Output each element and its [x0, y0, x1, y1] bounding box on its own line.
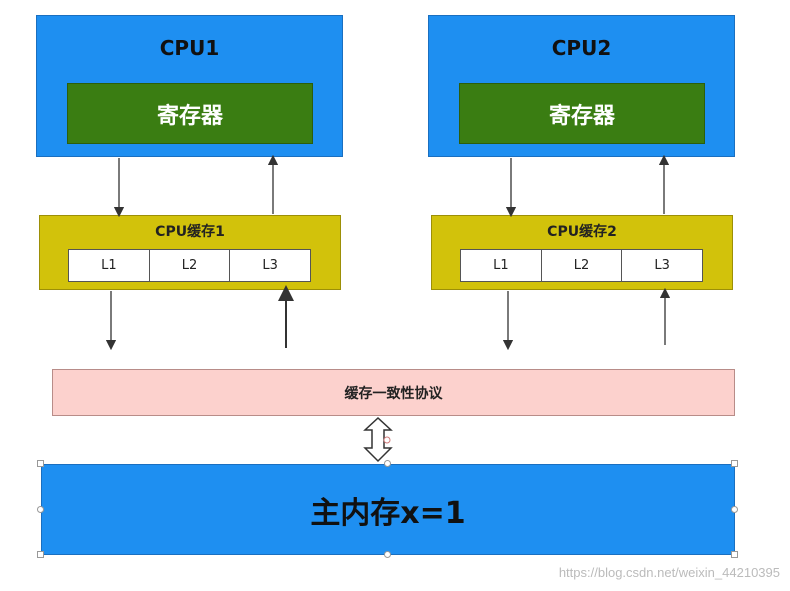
coherence-protocol-bar: 缓存一致性协议 — [52, 369, 735, 416]
resize-handle-bottom[interactable] — [384, 551, 391, 558]
cpu-cache2-title: CPU缓存2 — [547, 224, 617, 240]
cache2-l1: L1 — [461, 250, 542, 281]
cpu1-title: CPU1 — [159, 36, 220, 60]
resize-handle-top-left[interactable] — [37, 460, 44, 467]
cache1-l2: L2 — [150, 250, 231, 281]
bidirectional-arrow-icon — [363, 416, 393, 463]
resize-handle-top[interactable] — [384, 460, 391, 467]
cache1-l3: L3 — [262, 258, 278, 273]
resize-handle-bottom-right[interactable] — [731, 551, 738, 558]
cpu1-register: 寄存器 — [67, 83, 313, 144]
cpu2-register: 寄存器 — [459, 83, 705, 144]
main-memory-box[interactable]: 主内存x=1 — [41, 464, 735, 555]
cache2-l2: L2 — [542, 250, 623, 281]
resize-handle-bottom-left[interactable] — [37, 551, 44, 558]
cpu-cache1-box: CPU缓存1 L1 L2 L3 — [39, 215, 341, 290]
cache1-l1: L1 — [69, 250, 150, 281]
resize-handle-right[interactable] — [731, 506, 738, 513]
connector-point — [383, 436, 391, 444]
cache2-l3: L3 — [654, 258, 670, 273]
cpu2-box: CPU2 寄存器 — [428, 15, 735, 157]
cpu2-title: CPU2 — [551, 36, 612, 60]
watermark: https://blog.csdn.net/weixin_44210395 — [558, 565, 780, 580]
cache1-levels: L1 L2 L3 — [68, 249, 311, 282]
cache2-levels: L1 L2 L3 — [460, 249, 703, 282]
cpu1-box: CPU1 寄存器 — [36, 15, 343, 157]
cpu-cache1-title: CPU缓存1 — [155, 224, 225, 240]
resize-handle-left[interactable] — [37, 506, 44, 513]
cpu-cache2-box: CPU缓存2 L1 L2 L3 — [431, 215, 733, 290]
resize-handle-top-right[interactable] — [731, 460, 738, 467]
